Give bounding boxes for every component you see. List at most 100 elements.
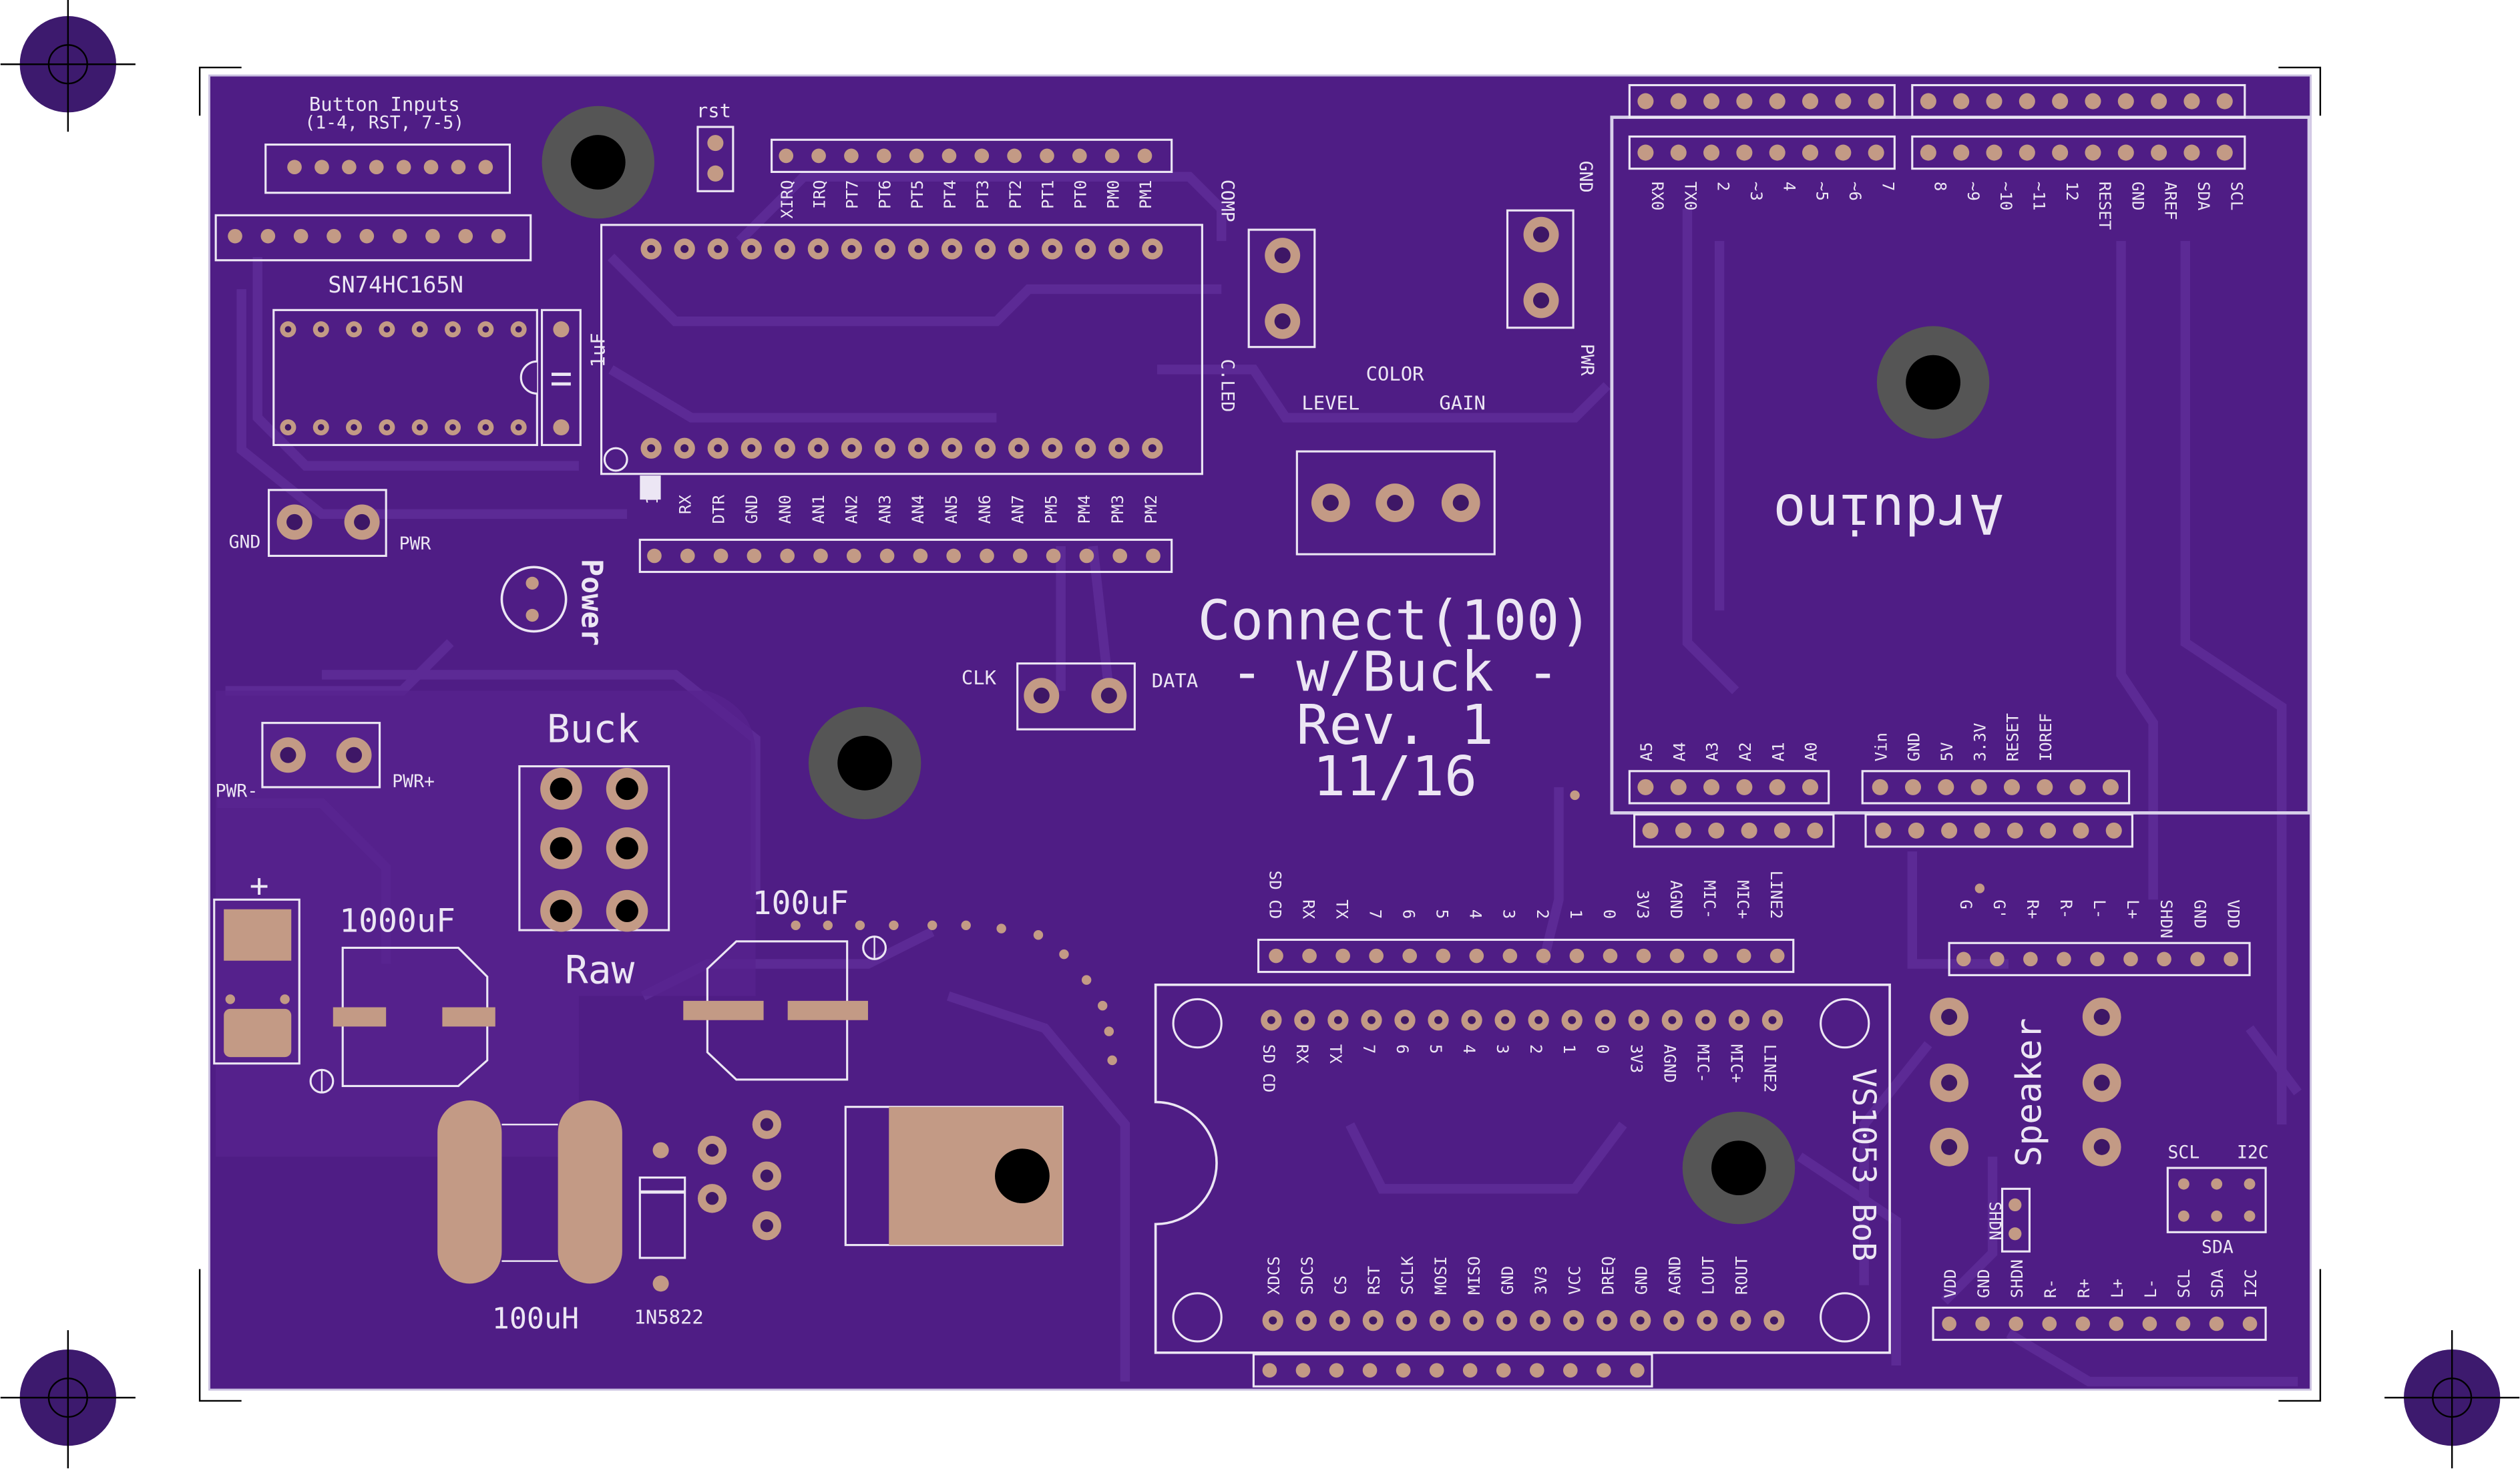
pin-pad — [680, 548, 695, 564]
buck-label: Buck — [547, 706, 640, 752]
pin-label: MOSI — [1432, 1256, 1450, 1295]
pin-pads — [1942, 1316, 2258, 1331]
mcu-top-header — [771, 138, 1173, 173]
registration-mark-bl — [0, 1330, 136, 1468]
pin-pad — [1329, 1363, 1344, 1378]
smd-pad — [442, 1007, 495, 1027]
pin-pad — [2151, 144, 2167, 161]
pin-label: MIC- — [1700, 880, 1719, 919]
pin-label: ~5 — [1813, 182, 1832, 201]
pin-pad — [342, 160, 357, 175]
pin-pad — [2069, 779, 2086, 795]
pin-pad — [2224, 952, 2238, 967]
pin-pad — [1396, 1363, 1411, 1378]
pin-label: 6 — [1393, 1044, 1412, 1054]
pin-label: AGND — [1665, 1256, 1684, 1295]
mounting-hole — [808, 706, 921, 820]
i2c-label: I2C — [2237, 1142, 2269, 1163]
pin-label: TX0 — [1681, 182, 1699, 210]
pin-pad — [1302, 948, 1317, 964]
pin-pad — [553, 321, 570, 338]
mounting-hole — [542, 106, 654, 219]
pin-pad — [1736, 144, 1753, 161]
pin-pads — [1637, 779, 2122, 839]
via — [889, 920, 899, 931]
pin-pad — [811, 148, 826, 164]
pin-label: SDA — [2194, 182, 2213, 211]
pin-pad — [1597, 1363, 1611, 1378]
pin-label: CS — [1331, 1275, 1350, 1295]
pin-label: SDA — [2208, 1269, 2227, 1298]
pin-pad — [2242, 1316, 2258, 1331]
raw-label: Raw — [565, 947, 635, 992]
cap-1000uf-label: 1000uF — [339, 902, 455, 939]
pin-pads — [640, 238, 1163, 260]
pin-pad — [2151, 93, 2167, 110]
pin-label: SCL — [2227, 182, 2246, 210]
pwr-input-header — [261, 722, 381, 789]
pin-label: AN1 — [809, 495, 828, 523]
plus-label: + — [250, 867, 269, 904]
pin-pad — [478, 160, 493, 175]
mounting-hole — [1682, 1111, 1796, 1225]
pin-pad — [1496, 1363, 1511, 1378]
pin1-marker — [640, 475, 661, 500]
pin-pad — [1986, 93, 2003, 110]
pin-pad — [2009, 1198, 2022, 1212]
pin-pad — [1835, 144, 1852, 161]
pin-pad — [1920, 93, 1936, 110]
pin-pad — [846, 548, 861, 564]
pin-label: AN0 — [776, 495, 795, 523]
pin-pad — [2040, 822, 2057, 839]
board-subtitle: - w/Buck - — [1231, 641, 1559, 704]
power-led — [500, 566, 568, 633]
mounting-hole — [1876, 326, 1990, 439]
pin-pad — [1637, 144, 1654, 161]
pin-label: IOREF — [2037, 713, 2055, 761]
pin-label: GND — [2190, 899, 2209, 928]
shdn-jumper-label: SHDN — [1985, 1202, 2004, 1241]
pin-pad — [1369, 948, 1384, 964]
arduino-header-outer-left — [1628, 83, 1896, 119]
pin-pad — [2019, 93, 2035, 110]
pin-pad — [1769, 144, 1786, 161]
scl-label: SCL — [2168, 1142, 2200, 1163]
pin-pad — [526, 576, 539, 590]
via — [996, 923, 1006, 933]
pin-label: 3 — [1493, 1044, 1512, 1054]
pin-pad — [2183, 144, 2200, 161]
pin-pad — [1569, 948, 1585, 964]
pin-pad — [2157, 952, 2171, 967]
pin-label: 7 — [1878, 182, 1897, 191]
pin-pads — [779, 148, 1152, 164]
pwr-label: PWR — [399, 534, 431, 554]
pin-pad — [2190, 952, 2205, 967]
pin-pad — [813, 548, 828, 564]
pin-label: Vin — [1872, 732, 1890, 761]
pin-label: PM3 — [1108, 495, 1127, 523]
vs1053-label: VS1053 BoB — [1845, 1068, 1882, 1261]
pin-pad — [2175, 1316, 2191, 1331]
pin-pad — [1462, 1363, 1478, 1378]
pin-pad — [1362, 1363, 1378, 1378]
pin-pad — [396, 160, 411, 175]
pin-pad — [1741, 822, 1757, 839]
pin-label: PT4 — [941, 180, 960, 208]
pin-pad — [1970, 779, 1987, 795]
pin-label: SHDN — [2008, 1259, 2027, 1298]
pin-label: 2 — [1714, 182, 1733, 191]
pin-label: 6 — [1400, 909, 1418, 919]
pin-pad — [1769, 779, 1786, 795]
pin-pad — [1872, 779, 1888, 795]
pin-label: ~9 — [1964, 182, 1982, 201]
pin-pad — [392, 228, 407, 244]
pin-pad — [2019, 144, 2035, 161]
pin-label: AREF — [2161, 182, 2180, 220]
pin-label: R- — [2057, 899, 2075, 919]
pwr-plus-label: PWR+ — [392, 771, 435, 792]
pin-pad — [941, 148, 957, 164]
pin-label: RST — [1365, 1266, 1384, 1295]
